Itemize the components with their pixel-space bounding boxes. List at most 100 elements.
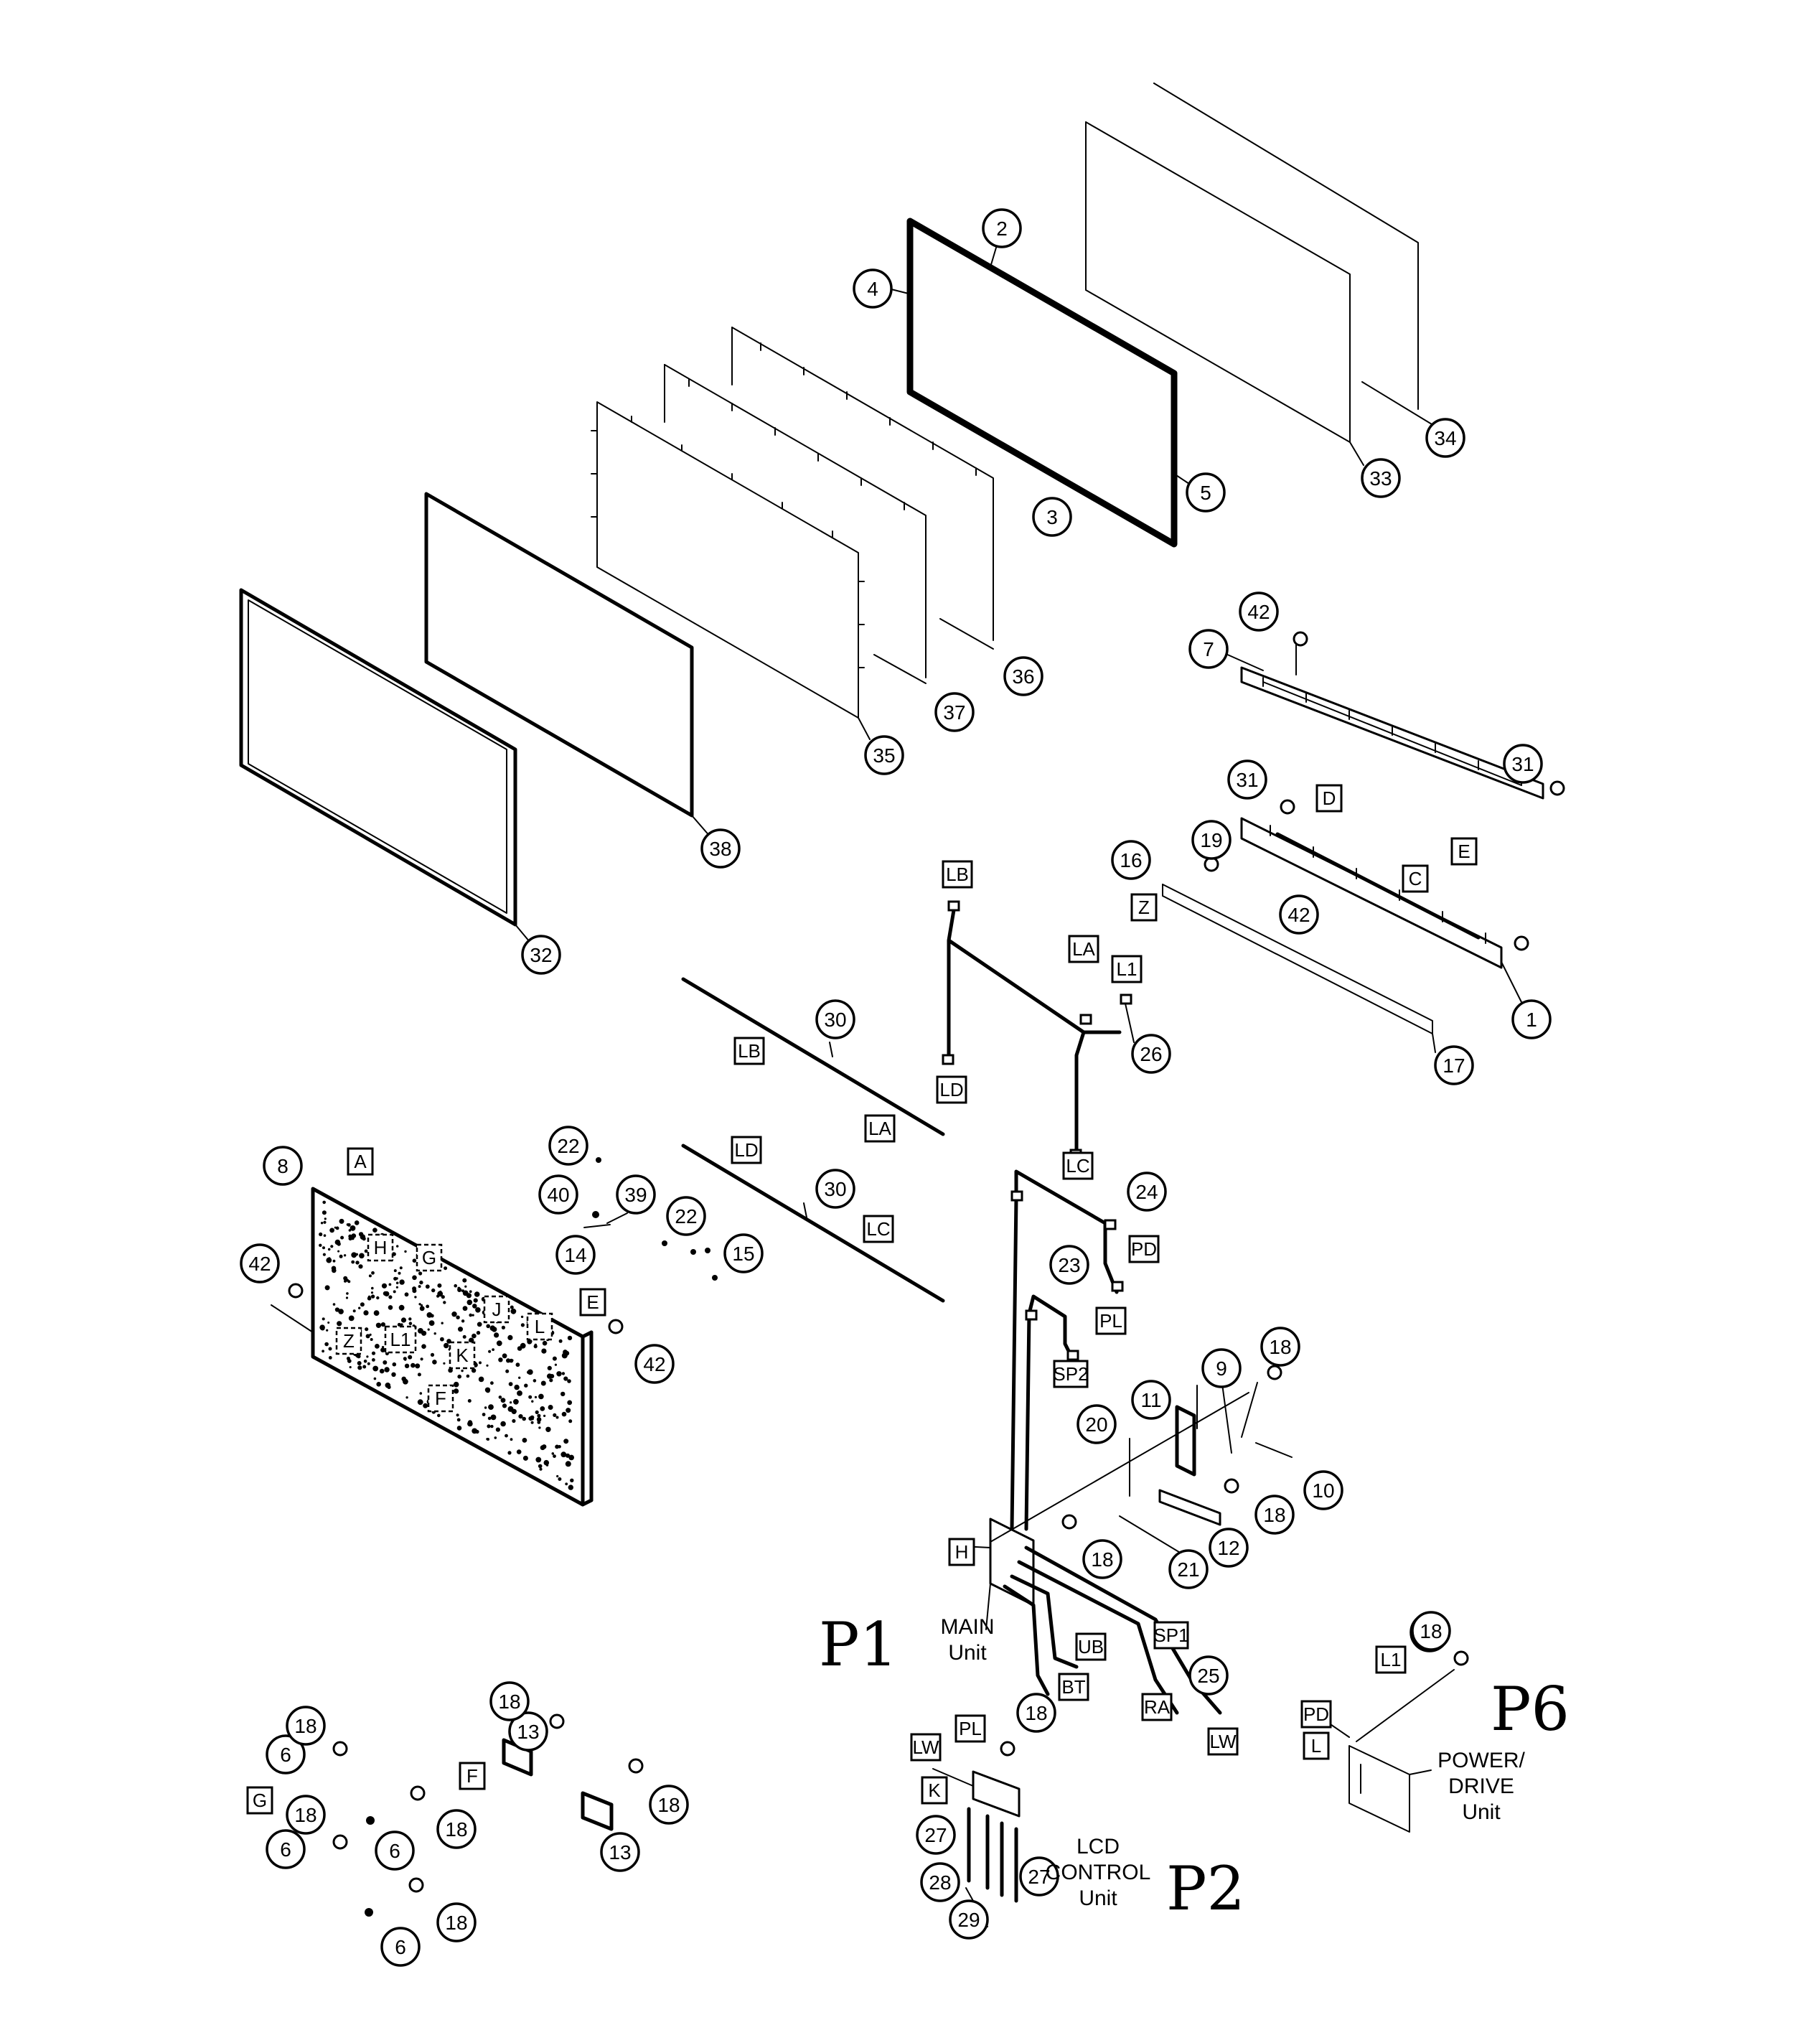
part-callout: 36 — [1003, 656, 1043, 696]
board-label-text: H — [374, 1237, 388, 1258]
chassis-dot — [513, 1398, 519, 1405]
connector-tag-text: LA — [1072, 938, 1095, 960]
chassis-dot — [518, 1376, 521, 1380]
part-callout: 38 — [700, 828, 741, 869]
chassis-dot — [354, 1220, 360, 1225]
part-callout: 23 — [1049, 1245, 1089, 1285]
chassis-dot — [554, 1363, 558, 1366]
part-callout: 11 — [1131, 1380, 1171, 1420]
chassis-dot — [486, 1438, 489, 1441]
connector-tag: LC — [863, 1215, 894, 1243]
part-callout-number: 29 — [957, 1909, 980, 1931]
connector-tag-text: SP1 — [1153, 1624, 1188, 1646]
part-callout: 21 — [1168, 1549, 1209, 1589]
chassis-dot — [421, 1344, 426, 1349]
part-callout: 16 — [1111, 840, 1151, 880]
part-callout-number: 4 — [867, 278, 878, 300]
connector-tag: LA — [1068, 935, 1099, 963]
part-callout: 18 — [489, 1681, 530, 1721]
chassis-dot — [343, 1276, 348, 1281]
chassis-dot — [425, 1284, 430, 1289]
chassis-dot — [561, 1352, 568, 1359]
chassis-dot — [522, 1416, 526, 1421]
chassis-dot — [553, 1413, 557, 1417]
cable-24 — [1010, 1169, 1124, 1531]
chassis-dot — [565, 1453, 571, 1458]
part-callout-number: 28 — [929, 1871, 951, 1894]
part-callout-number: 9 — [1216, 1357, 1227, 1380]
part-callout: 18 — [436, 1809, 477, 1849]
chassis-dot — [561, 1411, 567, 1417]
part-callout: 13 — [600, 1832, 640, 1872]
part-32-panel — [239, 588, 517, 927]
connector-tag: LB — [733, 1037, 765, 1065]
chassis-dot — [560, 1451, 567, 1458]
chassis-dot — [322, 1246, 325, 1250]
chassis-dot — [538, 1464, 543, 1469]
chassis-dot — [329, 1228, 334, 1233]
chassis-dot — [490, 1414, 497, 1421]
main-unit-page-ref: P1 — [819, 1609, 898, 1680]
connector-tag-text: LB — [946, 864, 969, 885]
chassis-dot — [538, 1426, 541, 1429]
chassis-dot — [326, 1329, 329, 1332]
connector-tag-text: LB — [738, 1040, 761, 1062]
connector-tag-text: LC — [866, 1218, 890, 1240]
chassis-dot — [471, 1368, 477, 1373]
chassis-dot — [332, 1268, 337, 1273]
chassis-dot — [522, 1455, 528, 1461]
chassis-dot — [439, 1290, 442, 1294]
chassis-dot — [388, 1283, 392, 1286]
chassis-dot — [507, 1334, 513, 1340]
chassis-dot — [432, 1360, 437, 1365]
part-callout: 29 — [949, 1899, 989, 1940]
connector-tag-text: PL — [959, 1718, 982, 1739]
chassis-dot — [501, 1325, 506, 1329]
chassis-dot — [398, 1271, 401, 1275]
chassis-dot — [456, 1426, 462, 1431]
chassis-dot — [441, 1322, 444, 1324]
chassis-dot — [530, 1421, 534, 1424]
chassis-dot — [473, 1298, 478, 1303]
chassis-dot — [408, 1355, 413, 1360]
chassis-dot — [448, 1367, 453, 1373]
part-callout-number: 1 — [1526, 1009, 1537, 1031]
connector-tag: RA — [1141, 1693, 1173, 1721]
chassis-dot — [505, 1434, 508, 1438]
part-callout-number: 21 — [1177, 1558, 1199, 1581]
connector-tag: LB — [942, 860, 973, 889]
chassis-dot — [387, 1385, 391, 1389]
chassis-dot — [454, 1388, 459, 1394]
chassis-dot — [375, 1344, 380, 1349]
chassis-dot — [502, 1353, 507, 1359]
chassis-dot — [467, 1399, 472, 1403]
connector-tag: G — [246, 1786, 273, 1815]
connector-tag-text: PD — [1131, 1238, 1157, 1260]
lcd-unit-page-ref: P2 — [1166, 1853, 1245, 1924]
chassis-dot — [419, 1306, 425, 1311]
chassis-dot — [412, 1258, 417, 1263]
part-callout: 27 — [1019, 1856, 1059, 1897]
chassis-dot — [565, 1482, 568, 1486]
connector-tag-text: C — [1409, 868, 1422, 889]
chassis-dot — [489, 1325, 496, 1331]
chassis-dot — [412, 1289, 417, 1294]
chassis-dot — [335, 1226, 339, 1230]
chassis-dot — [400, 1317, 407, 1323]
connector-tag-text: PL — [1099, 1310, 1122, 1332]
chassis-dot — [347, 1223, 351, 1227]
chassis-dot — [326, 1257, 332, 1263]
part-callout: 6 — [375, 1830, 415, 1871]
chassis-dot — [337, 1321, 342, 1327]
chassis-dot — [461, 1289, 464, 1293]
chassis-dot — [373, 1310, 380, 1316]
chassis-dot — [490, 1381, 494, 1385]
chassis-dot — [404, 1292, 409, 1297]
connector-tag: SP2 — [1053, 1360, 1089, 1388]
chassis-dot — [563, 1376, 568, 1381]
part-callout: 33 — [1361, 458, 1401, 498]
part-callout-number: 18 — [445, 1912, 467, 1934]
chassis-dot — [527, 1370, 530, 1374]
connector-tag-text: LD — [734, 1139, 758, 1161]
chassis-dot — [324, 1217, 327, 1220]
